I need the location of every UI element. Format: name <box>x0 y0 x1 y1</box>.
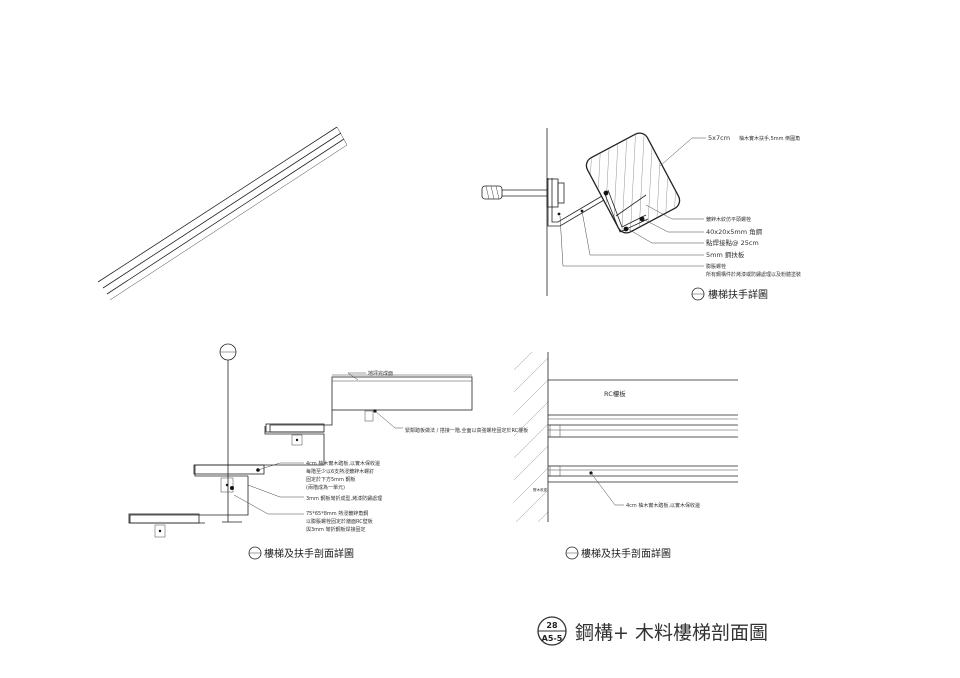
label-profile: 5x7cm <box>708 134 730 142</box>
stair-section: 地坪完成面 緊鄰踏板做法 / 搭接一階,全面以高強螺栓固定於RC樓板 4cm 柚… <box>128 343 528 560</box>
label-tread-4: (兩階成為一單元) <box>306 484 345 491</box>
sheet-bubble-icon <box>537 616 567 646</box>
caption-side-section: 樓梯及扶手剖面詳圖 <box>581 547 671 560</box>
detail-marker-icon <box>565 546 579 560</box>
label-angle-1: 75*65*8mm 熱浸鍍鋅角鋼 <box>306 510 368 517</box>
label-side: 實木收邊 <box>533 487 547 492</box>
label-anchor-note: 所有鋼構件於烤漆或防鏽處理以及粉體塗裝 <box>706 271 801 278</box>
label-tread-2: 每階至少以6支熱浸鍍鋅木螺釘 <box>306 468 374 475</box>
label-nosing: 緊鄰踏板做法 / 搭接一階,全面以高強螺栓固定於RC樓板 <box>405 427 528 434</box>
label-angle-3: 與3mm 彎折鋼板焊接固定 <box>306 526 366 533</box>
sheet-ref: A5-5 <box>542 634 563 643</box>
label-profile-note: 柚木實木扶手,5mm 倒圓角 <box>739 135 800 142</box>
label-angle-2: 以膨脹螺栓固定於牆面RC壁板 <box>306 518 373 525</box>
drawing-title: 鋼構+ 木料樓梯剖面圖 <box>575 622 768 644</box>
label-plate: 3mm 鋼板彎折成型,烤漆防鏽處理 <box>306 495 382 502</box>
label-tread: 4cm 柚木實木踏板,以實木保收邊 <box>626 502 700 509</box>
label-rod: 鍍鋅木紋仿平頭螺栓 <box>706 216 751 223</box>
label-tread-3: 固定於下方5mm 鋼板 <box>306 476 356 483</box>
section-marker-icon <box>219 343 237 361</box>
label-anchor: 膨脹螺栓 <box>706 263 726 270</box>
anchor-bolt <box>481 178 565 208</box>
label-plate: 5mm 鋼扶板 <box>706 250 745 259</box>
handrail-elevation <box>97 126 348 301</box>
label-spacing: 點焊接點@ 25cm <box>706 238 759 247</box>
handrail-detail: 5x7cm 柚木實木扶手,5mm 倒圓角 鍍鋅木紋仿平頭螺栓 40x20x5mm… <box>481 128 801 301</box>
label-top: 地坪完成面 <box>368 370 393 377</box>
label-tread-1: 4cm 柚木實木踏板,以實木保收邊 <box>306 460 380 467</box>
detail-marker-icon <box>691 287 705 301</box>
sheet-number: 28 <box>546 621 558 630</box>
detail-marker-icon <box>248 546 262 560</box>
caption-handrail-detail: 樓梯扶手詳圖 <box>708 288 768 301</box>
caption-stair-section: 樓梯及扶手剖面詳圖 <box>264 547 354 560</box>
label-slab: RC樓板 <box>604 389 626 398</box>
side-section: RC樓板 4cm 柚木實木踏板,以實木保收邊 實木收邊 樓梯及扶手剖面詳圖 <box>514 352 738 560</box>
label-angle: 40x20x5mm 角鋼 <box>706 227 763 236</box>
title-block: 28 A5-5 鋼構+ 木料樓梯剖面圖 <box>537 616 768 646</box>
